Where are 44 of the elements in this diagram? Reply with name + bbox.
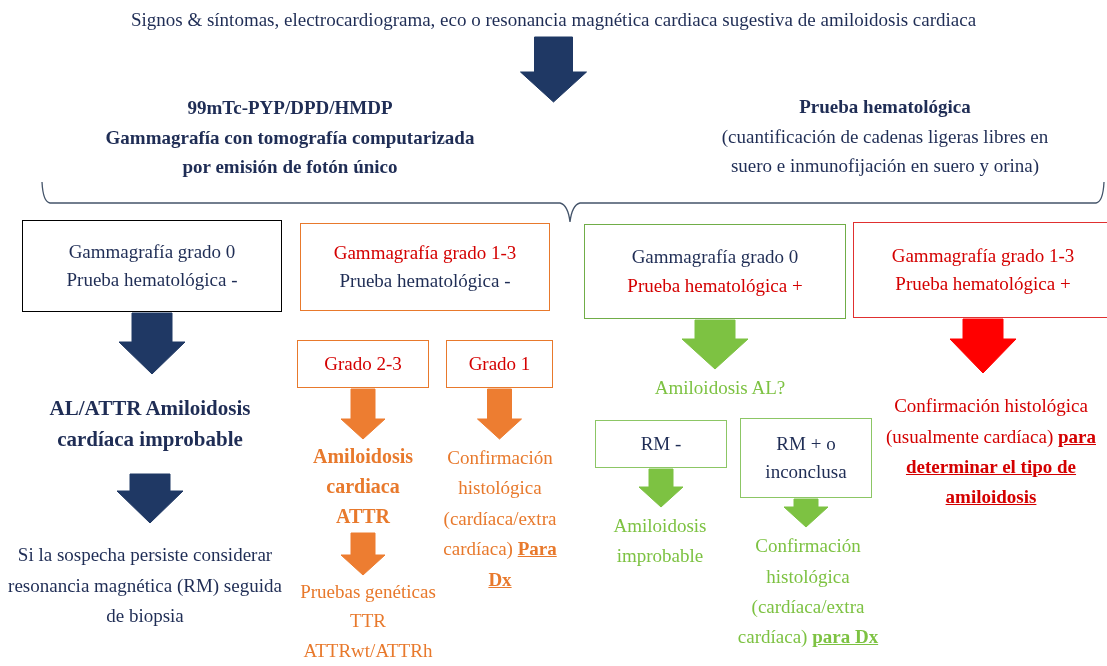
process-box	[853, 222, 1107, 318]
block-arrow	[681, 319, 749, 370]
box-text: RM + o inconclusa	[764, 431, 848, 484]
block-arrow	[638, 468, 684, 508]
box-text: Grado 2-3	[324, 351, 402, 376]
box-text: Prueba hematológica -	[339, 269, 511, 293]
flow-text: Gammagrafía con tomografía computarizada por emisión de fotón único	[104, 125, 476, 180]
flow-text: 99mTc-PYP/DPD/HMDP	[187, 96, 393, 121]
box-text: RM -	[640, 431, 682, 456]
box-text: Gammagrafía grado 1-3	[891, 243, 1075, 268]
process-box	[297, 340, 429, 388]
flow-text: (cuantificación de cadenas ligeras libres en suero e inmunofijación en suero y orina)	[720, 124, 1050, 179]
block-arrow	[118, 312, 186, 375]
flow-text: Amiloidosis AL?	[654, 375, 786, 400]
process-box	[595, 420, 727, 468]
flow-text: AL/ATTR Amiloidosis cardíaca improbable	[48, 394, 252, 453]
flow-text: Amiloidosis cardiaca ATTR	[312, 444, 414, 529]
flow-text: Pruebas genéticas TTR ATTRwt/ATTRh	[299, 579, 437, 663]
block-arrow	[116, 473, 184, 524]
process-box	[446, 340, 553, 388]
box-text: Gammagrafía grado 1-3	[333, 240, 517, 265]
flow-text: Signos & síntomas, electrocardiograma, eco o resonancia magnética cardiaca sugestiva de amiloidosis cardiaca	[130, 7, 977, 32]
block-arrow	[520, 36, 587, 103]
box-text: Prueba hematológica -	[66, 268, 238, 292]
box-text: Prueba hematológica +	[627, 273, 803, 298]
flow-text: Confirmación histológica (usualmente cardíaca) para determinar el tipo de amiloidosis	[885, 394, 1097, 510]
process-box	[22, 220, 282, 312]
flow-text: Confirmación histológica (cardíaca/extra cardíaca) para Dx	[736, 534, 880, 650]
box-text: Gammagrafía grado 0	[68, 239, 236, 264]
process-box	[584, 224, 846, 319]
block-arrow	[477, 388, 522, 440]
box-text: Prueba hematológica +	[895, 272, 1071, 296]
block-arrow	[340, 532, 386, 576]
box-text: Grado 1	[468, 351, 531, 376]
flow-text: Si la sospecha persiste considerar resonancia magnética (RM) seguida de biopsia	[7, 543, 283, 629]
process-box	[740, 418, 872, 498]
flow-text: Confirmación histológica (cardíaca/extra cardíaca) Para Dx	[442, 446, 558, 592]
process-box	[300, 223, 550, 311]
box-text: Gammagrafía grado 0	[631, 245, 799, 269]
flow-text: Prueba hematológica	[799, 95, 971, 120]
block-arrow	[783, 498, 829, 528]
block-arrow	[949, 318, 1017, 374]
block-arrow	[340, 388, 386, 440]
flow-text: Amiloidosis improbable	[612, 513, 708, 568]
